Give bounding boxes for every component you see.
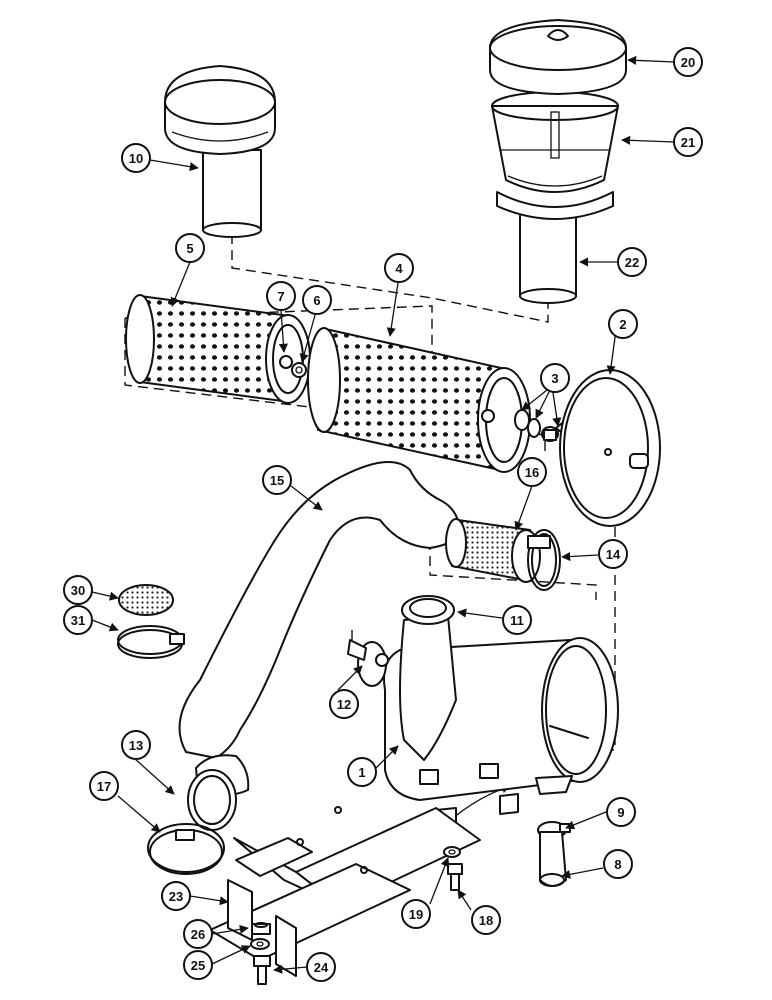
svg-text:21: 21 [681,135,695,150]
svg-text:17: 17 [97,779,111,794]
callout-22: 22 [617,247,647,277]
callout-15: 15 [262,465,292,495]
part-1-air-cleaner-body [383,637,619,829]
callout-21: 21 [673,127,703,157]
part-12-fitting [347,639,389,687]
callout-20: 20 [673,47,703,77]
part-18-bolt [447,863,463,891]
part-2-end-cover [559,369,661,527]
svg-text:19: 19 [409,907,423,922]
part-17-hose-clamp [147,823,225,875]
callout-18: 18 [471,905,501,935]
callout-3: 3 [540,363,570,393]
part-14-hose-clamp [527,529,561,591]
part-31-band-clamp [117,625,185,659]
svg-text:14: 14 [606,547,621,562]
callout-16: 16 [517,457,547,487]
callout-10: 10 [121,143,151,173]
callout-7: 7 [266,281,296,311]
svg-text:20: 20 [681,55,695,70]
part-23-mounting-bracket [209,806,481,977]
svg-text:9: 9 [617,805,624,820]
callout-13: 13 [121,730,151,760]
callout-8: 8 [603,849,633,879]
svg-text:16: 16 [525,465,539,480]
svg-text:12: 12 [337,697,351,712]
svg-text:7: 7 [277,289,284,304]
callout-5: 5 [175,233,205,263]
part-11-inlet-neck [399,595,457,761]
callouts: 1 2 3 4 5 6 7 8 [63,47,703,982]
part-24-bolt [253,955,271,985]
svg-text:22: 22 [625,255,639,270]
callout-17: 17 [89,771,119,801]
part-21-bowl [491,91,619,220]
part-25-washer [250,938,270,950]
svg-text:4: 4 [395,261,403,276]
part-19-washer [443,846,461,858]
callout-6: 6 [302,285,332,315]
svg-text:10: 10 [129,151,143,166]
svg-text:13: 13 [129,738,143,753]
callout-26: 26 [183,919,213,949]
callout-24: 24 [306,952,336,982]
svg-text:18: 18 [479,913,493,928]
callout-9: 9 [606,797,636,827]
callout-14: 14 [598,539,628,569]
part-20-cover [489,19,627,95]
part-22-intake-tube [519,209,577,304]
svg-text:31: 31 [71,613,85,628]
part-26-nut [251,922,271,935]
part-5-inner-filter-element [125,294,311,404]
svg-text:15: 15 [270,473,284,488]
svg-text:1: 1 [358,765,365,780]
callout-4: 4 [384,253,414,283]
svg-text:23: 23 [169,889,183,904]
callout-25: 25 [183,950,213,980]
part-10-cap-with-tube [164,65,276,238]
part-13-hose-end [187,754,250,831]
svg-text:11: 11 [510,613,524,628]
svg-text:5: 5 [186,241,193,256]
svg-text:6: 6 [313,293,320,308]
callout-30: 30 [63,575,93,605]
callout-1: 1 [347,757,377,787]
part-30-screen [118,584,174,616]
svg-text:30: 30 [71,583,85,598]
callout-19: 19 [401,899,431,929]
part-16-rubber-connector [445,518,541,583]
svg-text:8: 8 [614,857,621,872]
callout-23: 23 [161,881,191,911]
svg-text:2: 2 [619,317,626,332]
callout-2: 2 [608,309,638,339]
part-6-nut [291,362,307,378]
svg-text:24: 24 [314,960,329,975]
svg-text:3: 3 [551,371,558,386]
callout-12: 12 [329,689,359,719]
part-4-outer-filter-element [307,327,531,473]
callout-11: 11 [502,605,532,635]
svg-text:26: 26 [191,927,205,942]
part-8-dust-valve [539,831,567,887]
part-3-hardware [514,409,569,442]
callout-31: 31 [63,605,93,635]
svg-text:25: 25 [191,958,205,973]
